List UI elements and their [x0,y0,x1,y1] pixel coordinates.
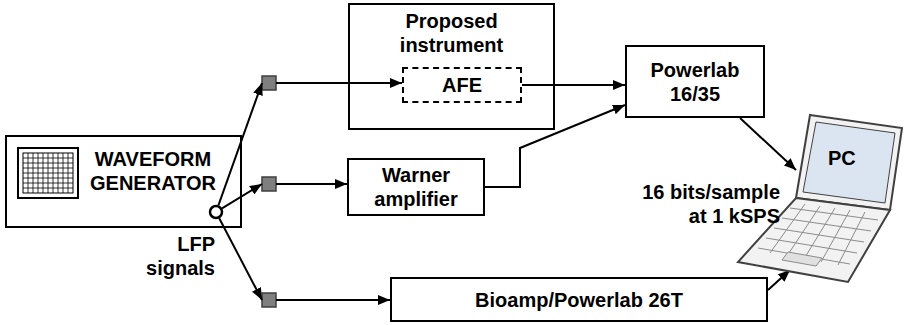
instrument-box: Proposed instrumentAFE [348,3,555,130]
signal-arrow [222,184,262,208]
signal-arrow [276,299,390,301]
output-connector [210,206,222,218]
rate-label: 16 bits/sample at 1 kSPS [625,180,780,228]
box-label: Proposed instrument [372,9,532,57]
signal-arrow [276,82,402,84]
signal-arrow [740,118,796,170]
box-label: Warner amplifier [349,163,483,211]
bioamp-box: Bioamp/Powerlab 26T [390,277,768,322]
signal-arrow [768,270,790,290]
box-label: Powerlab 16/35 [627,58,763,106]
amplifier-box: Warner amplifier [347,158,485,216]
box-label: AFE [442,73,482,97]
box-label: Bioamp/Powerlab 26T [475,288,683,312]
electrode-square [262,76,276,90]
signal-arrow [522,84,625,86]
electrode-square [262,177,276,191]
signal-label: LFP signals [140,232,215,280]
powerlab-box: Powerlab 16/35 [625,45,765,118]
electrode-square [262,293,276,307]
afe-box: AFE [402,67,522,103]
screen-text: PC [828,146,856,170]
screen-icon [18,148,78,198]
generator-box: WAVEFORM GENERATOR [5,135,242,228]
signal-arrow [219,218,262,300]
signal-arrow [485,105,625,187]
box-label: WAVEFORM GENERATOR [87,147,219,195]
signal-arrow [276,183,347,185]
